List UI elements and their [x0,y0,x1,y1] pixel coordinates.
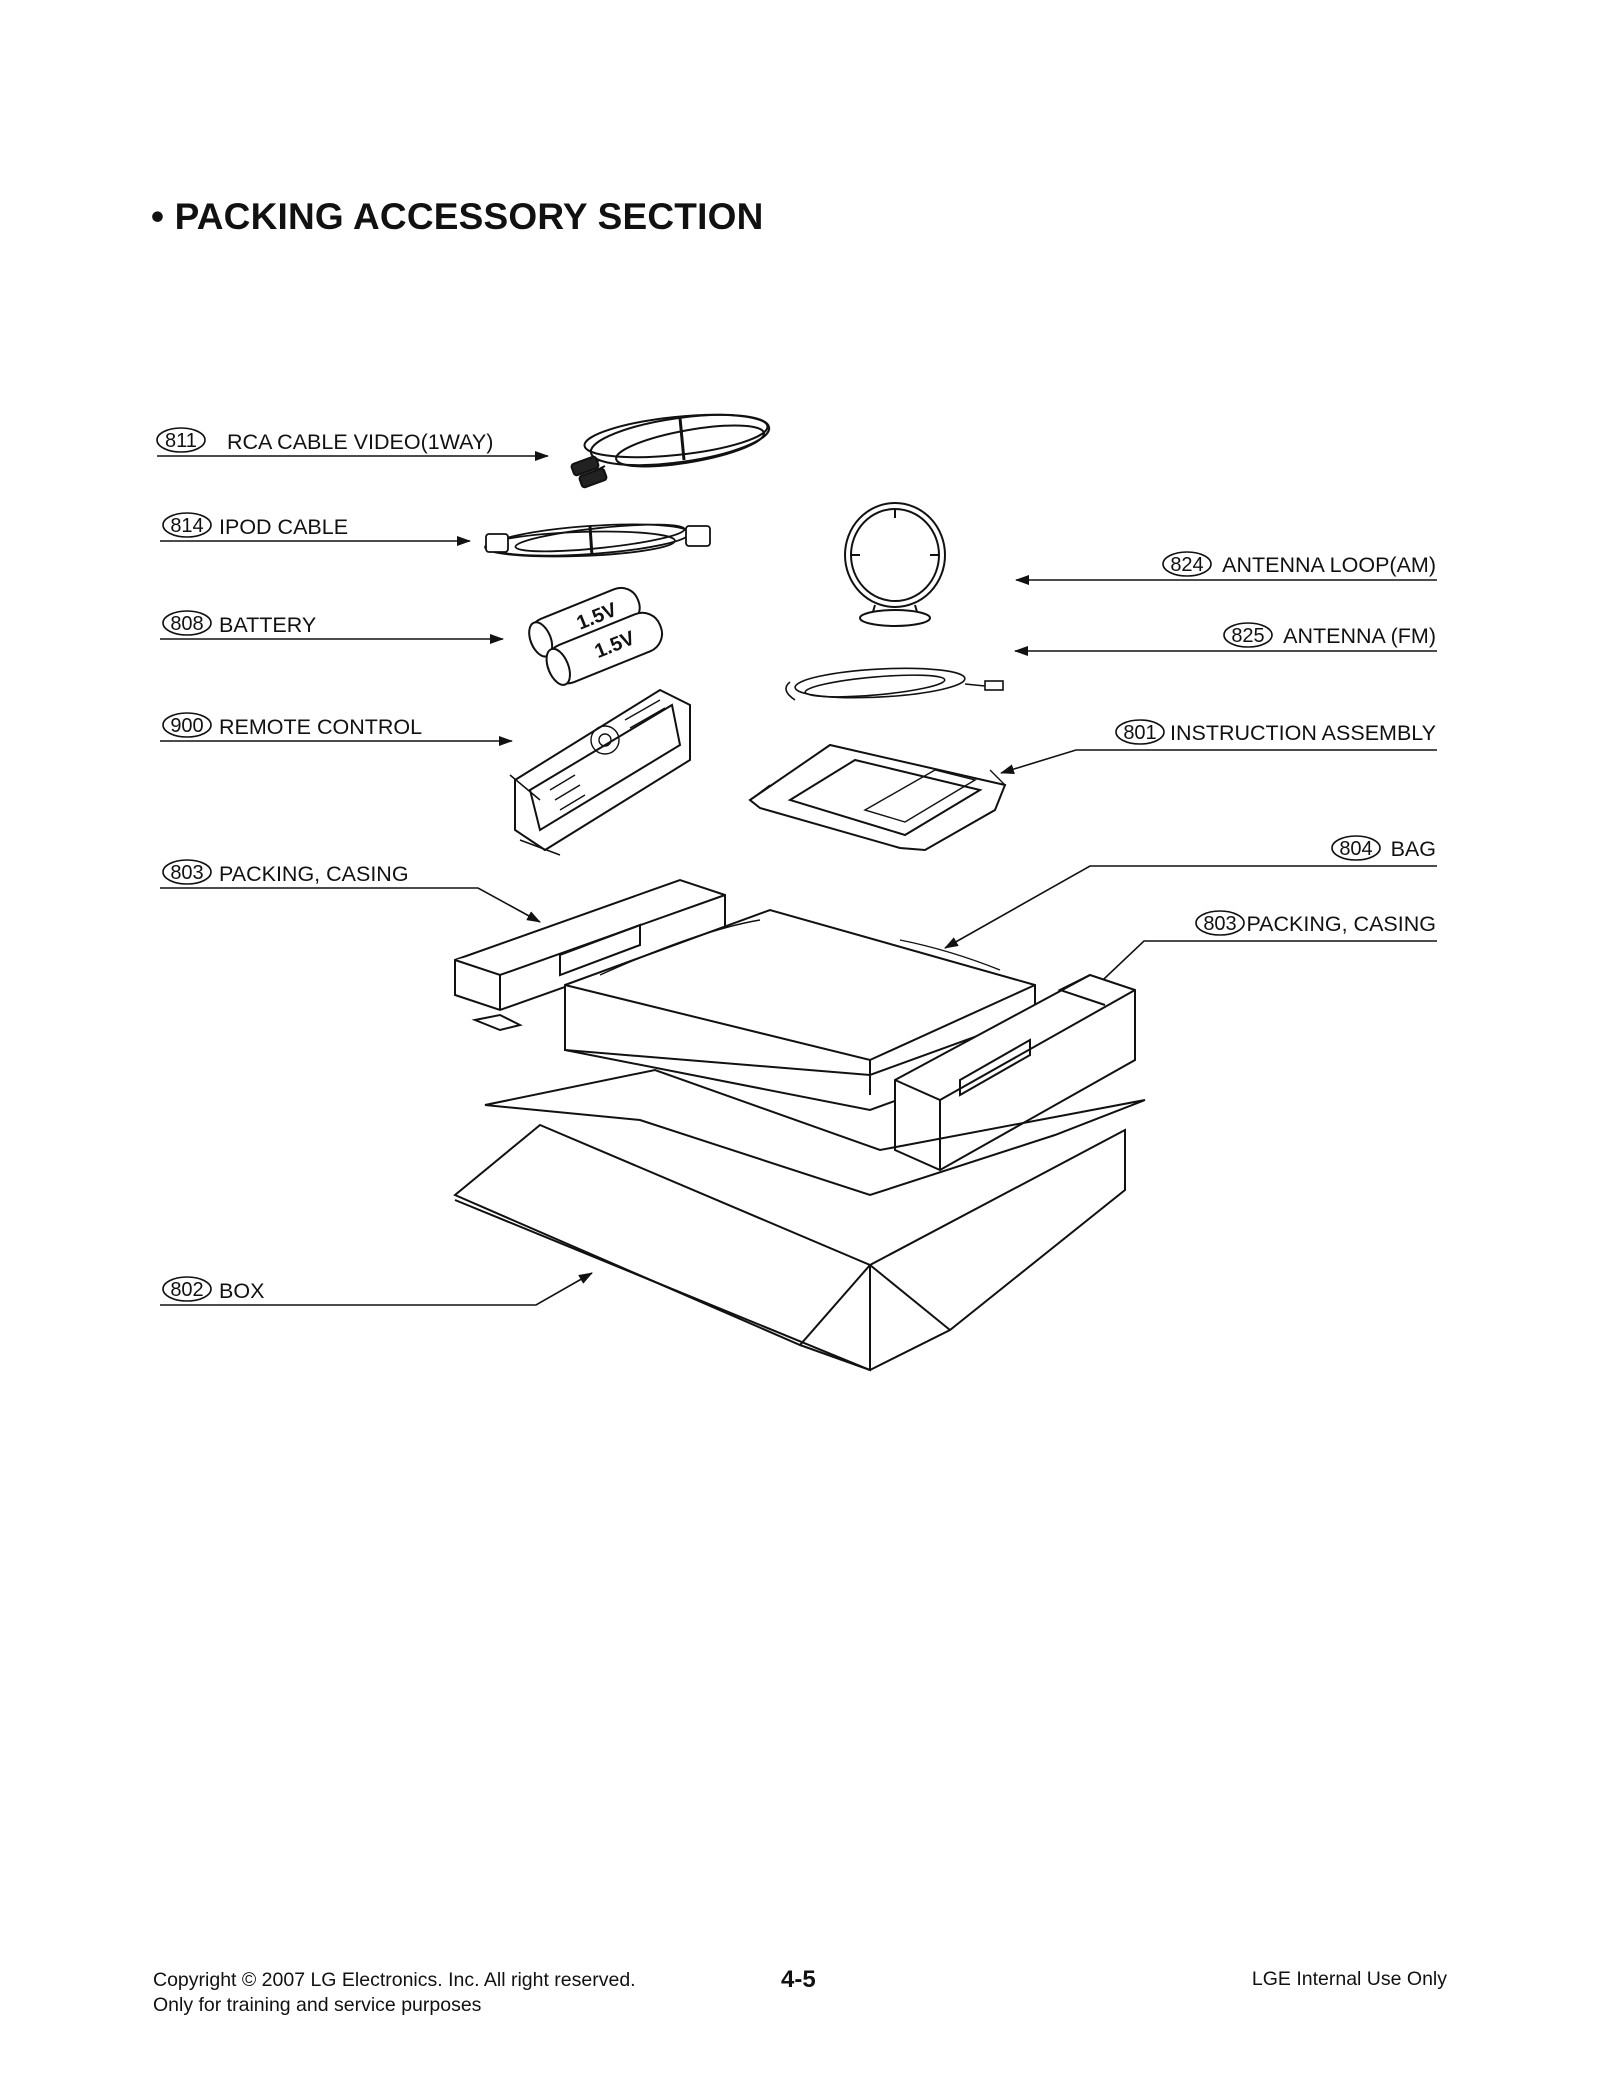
section-title: • PACKING ACCESSORY SECTION [151,196,764,237]
callout-808: 808 BATTERY [160,610,504,644]
callout-825-label: ANTENNA (FM) [1283,624,1436,648]
callout-808-label: BATTERY [219,613,316,637]
callout-804: 804 BAG [944,835,1437,949]
callout-804-label: BAG [1391,837,1436,861]
callout-801-label: INSTRUCTION ASSEMBLY [1170,721,1436,745]
page-number: 4-5 [781,1966,816,1993]
callout-811-label: RCA CABLE VIDEO(1WAY) [227,430,493,454]
callout-811: 811 RCA CABLE VIDEO(1WAY) [156,427,549,461]
callout-900-number: 900 [170,715,203,737]
callout-803-right-label: PACKING, CASING [1246,912,1436,936]
am-loop-antenna-illustration [844,502,946,627]
battery-illustration: 1.5V 1.5V [528,586,664,686]
instruction-manual-illustration [748,743,1007,852]
packing-casing-right-illustration [894,973,1136,1172]
callout-824: 824 ANTENNA LOOP(AM) [1015,551,1437,585]
callout-814: 814 IPOD CABLE [160,512,471,546]
callout-802-number: 802 [170,1279,203,1301]
callout-900: 900 REMOTE CONTROL [160,712,513,746]
callout-802-label: BOX [219,1279,264,1303]
callout-803-left-number: 803 [170,862,203,884]
callout-803-left-label: PACKING, CASING [219,862,409,886]
rca-cable-illustration [570,413,771,489]
callout-808-number: 808 [170,613,203,635]
callout-814-label: IPOD CABLE [219,515,348,539]
callout-802: 802 BOX [160,1272,593,1306]
purpose-text: Only for training and service purposes [153,1994,482,2016]
box-illustration [453,1068,1146,1372]
callout-811-number: 811 [165,430,197,452]
callout-803-left: 803 PACKING, CASING [160,859,541,923]
callout-824-number: 824 [1170,554,1203,576]
callout-801: 801 INSTRUCTION ASSEMBLY [1000,719,1437,774]
remote-control-illustration [509,688,691,856]
internal-use-notice: LGE Internal Use Only [1251,1968,1447,1990]
callout-814-number: 814 [170,515,203,537]
callout-825-number: 825 [1231,625,1264,647]
callout-825: 825 ANTENNA (FM) [1014,622,1437,656]
callout-824-label: ANTENNA LOOP(AM) [1222,553,1436,577]
callout-801-number: 801 [1123,722,1156,744]
ipod-cable-illustration [484,523,711,558]
callout-900-label: REMOTE CONTROL [219,715,422,739]
footer-copyright: Copyright © 2007 LG Electronics. Inc. Al… [153,1968,636,2018]
copyright-text: Copyright © 2007 LG Electronics. Inc. Al… [153,1969,636,1991]
fm-antenna-illustration [785,667,1004,701]
callout-803-right-number: 803 [1203,913,1236,935]
callout-804-number: 804 [1339,838,1372,860]
callout-803-right: 803 PACKING, CASING [1086,910,1437,996]
